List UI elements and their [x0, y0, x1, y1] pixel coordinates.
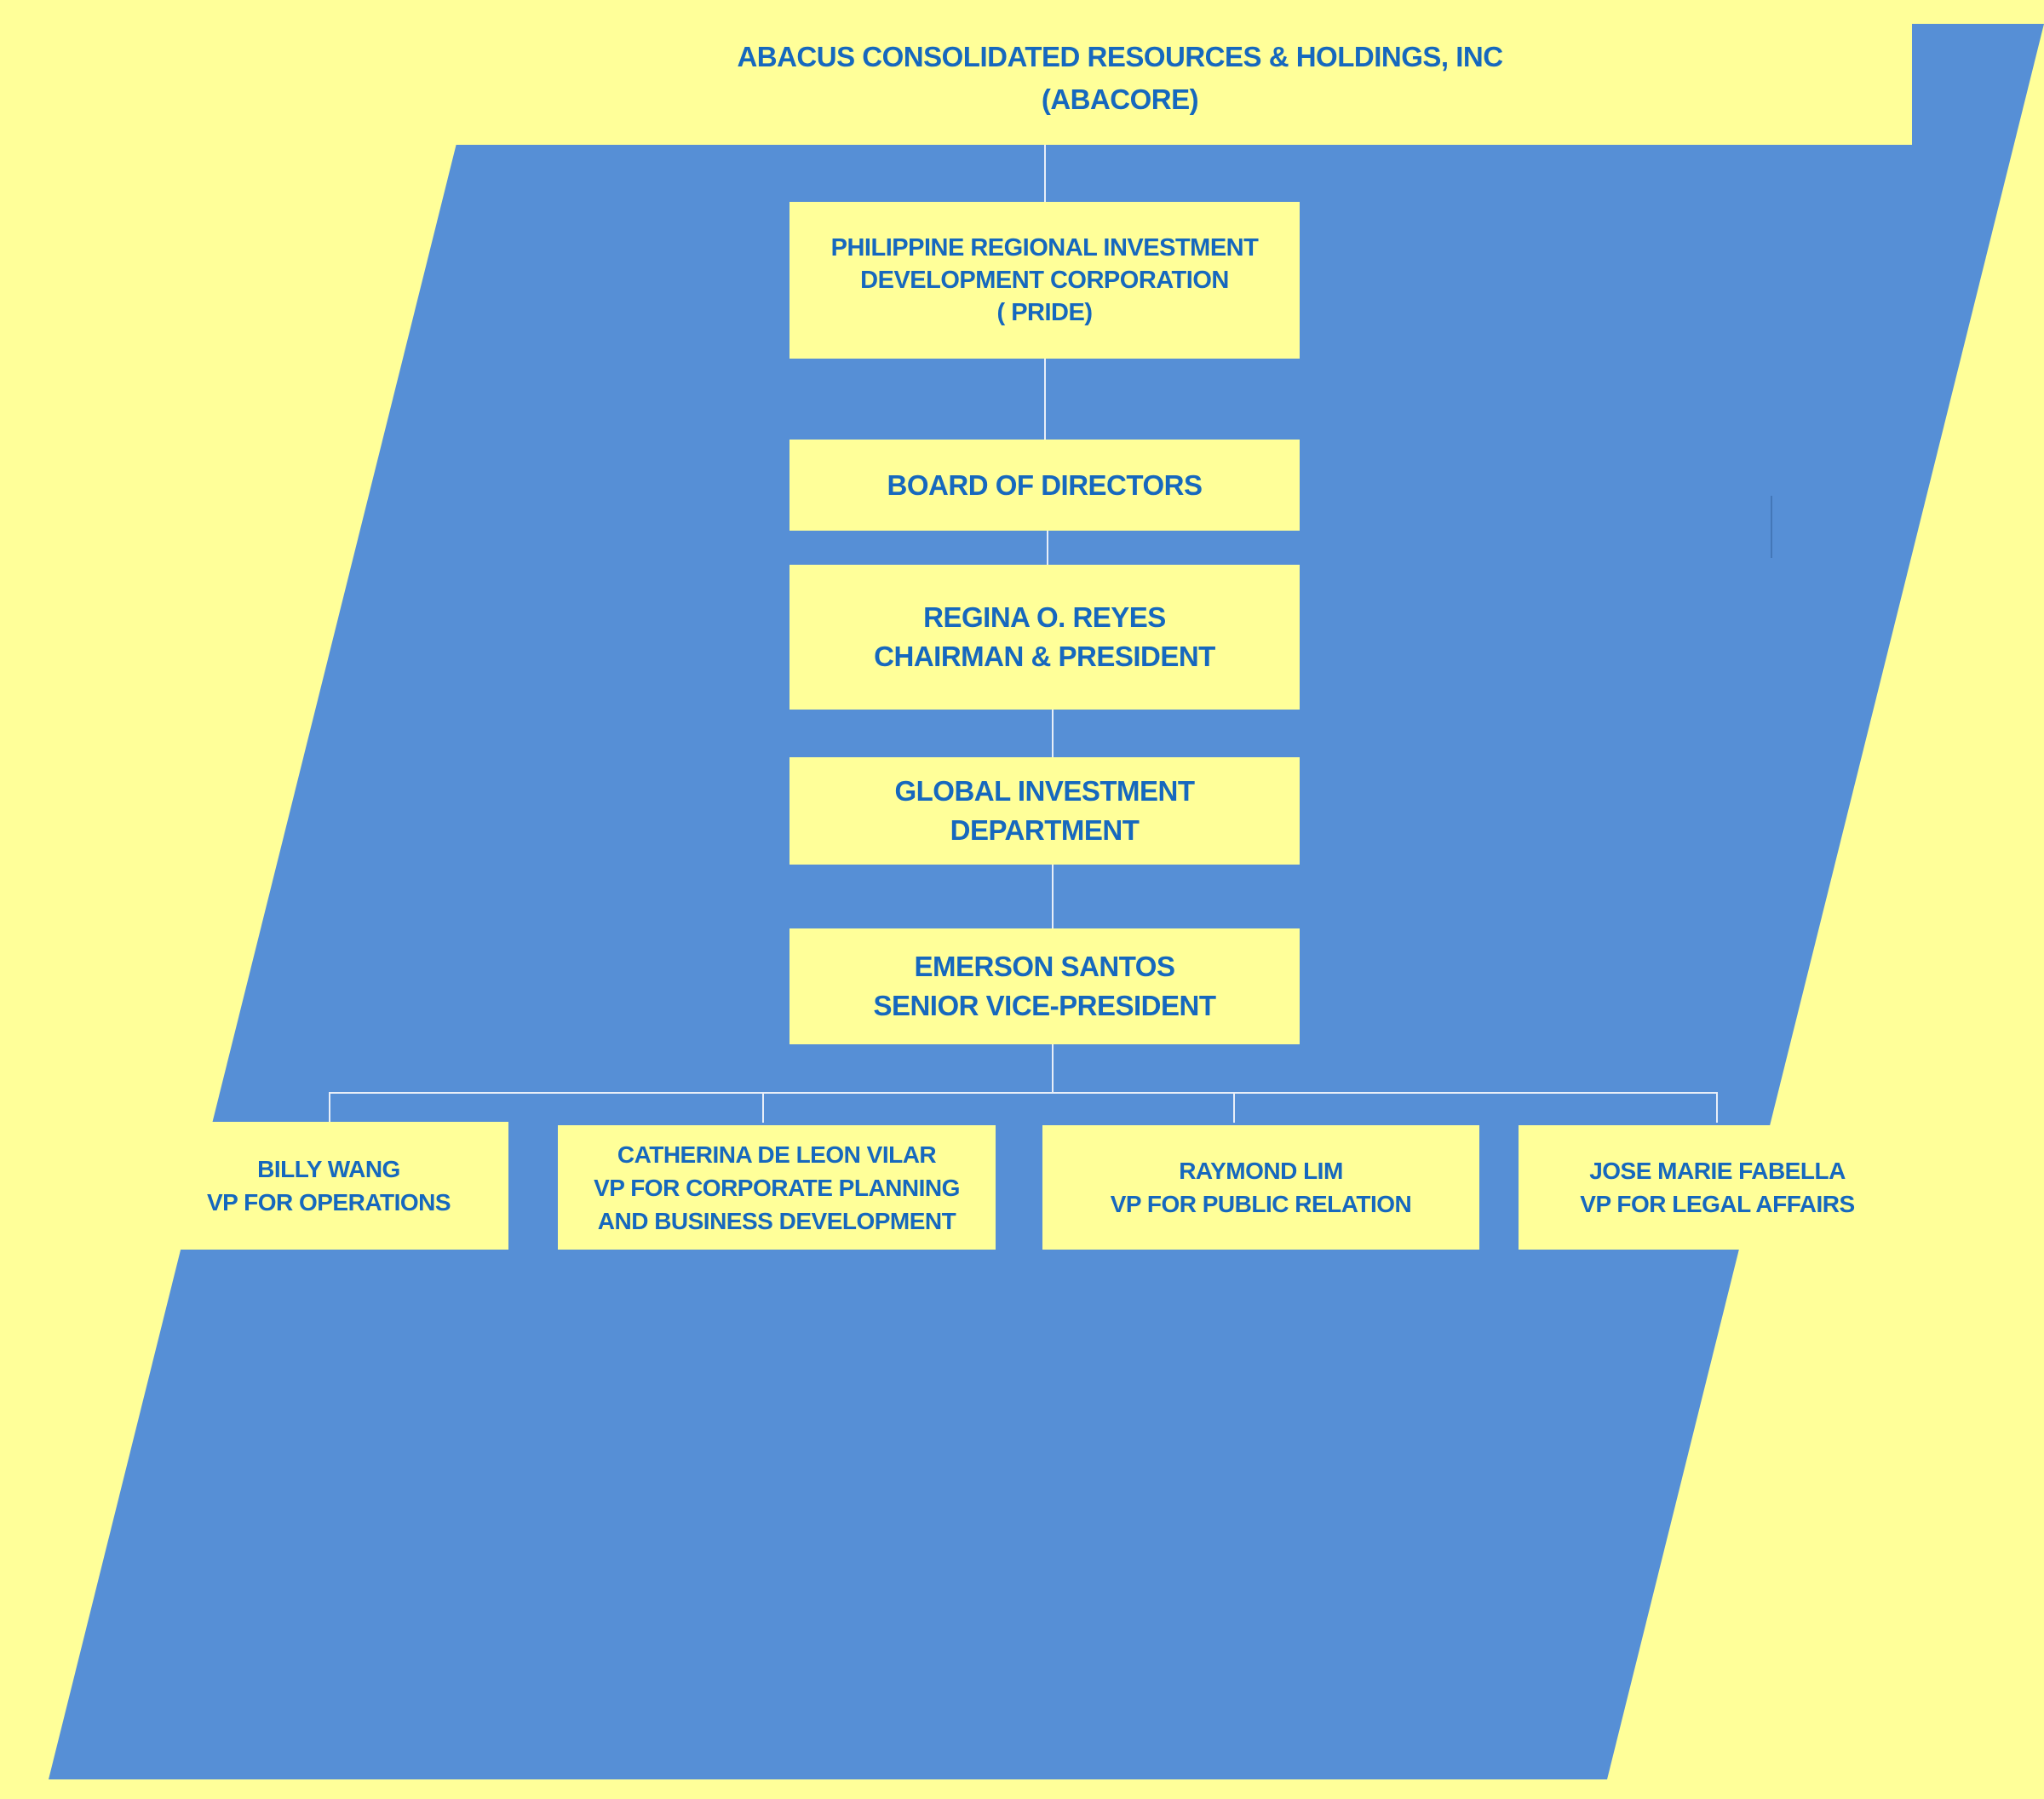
node-text: DEVELOPMENT CORPORATION: [860, 267, 1229, 294]
node-vp-public-relation: RAYMOND LIM VP FOR PUBLIC RELATION: [1042, 1125, 1479, 1250]
node-vp-corporate-planning: CATHERINA DE LEON VILAR VP FOR CORPORATE…: [558, 1125, 996, 1250]
company-abbreviation: (ABACORE): [1041, 83, 1199, 115]
node-text: VP FOR CORPORATE PLANNING: [594, 1174, 960, 1201]
node-text: VP FOR PUBLIC RELATION: [1110, 1191, 1412, 1217]
connector-horizontal: [329, 1092, 1718, 1094]
node-vp-legal-affairs: JOSE MARIE FABELLA VP FOR LEGAL AFFAIRS: [1519, 1125, 1916, 1250]
company-name: ABACUS CONSOLIDATED RESOURCES & HOLDINGS…: [737, 41, 1503, 72]
node-chairman: REGINA O. REYES CHAIRMAN & PRESIDENT: [789, 565, 1300, 710]
node-text: ( PRIDE): [996, 299, 1094, 326]
node-pride: PHILIPPINE REGIONAL INVESTMENT DEVELOPME…: [789, 202, 1300, 359]
node-text: CHAIRMAN & PRESIDENT: [874, 641, 1215, 672]
node-text: PHILIPPINE REGIONAL INVESTMENT: [830, 234, 1259, 262]
title-area: [0, 0, 1912, 145]
node-text: BOARD OF DIRECTORS: [887, 468, 1203, 501]
connector: [762, 1092, 764, 1123]
node-board: BOARD OF DIRECTORS: [789, 440, 1300, 531]
connector: [329, 1092, 330, 1123]
connector: [1052, 1044, 1054, 1093]
node-text: RAYMOND LIM: [1179, 1158, 1343, 1184]
node-text: GLOBAL INVESTMENT: [894, 775, 1195, 807]
connector: [1044, 145, 1046, 202]
node-text: EMERSON SANTOS: [914, 951, 1175, 982]
connector: [1047, 531, 1048, 565]
node-text: VP FOR OPERATIONS: [206, 1189, 451, 1216]
blue-parallelogram: [49, 24, 2044, 1779]
connector: [1044, 359, 1046, 440]
node-text: REGINA O. REYES: [923, 601, 1166, 633]
node-svp: EMERSON SANTOS SENIOR VICE-PRESIDENT: [789, 928, 1300, 1044]
node-text: BILLY WANG: [257, 1156, 400, 1182]
connector: [1052, 710, 1054, 757]
connector: [1716, 1092, 1718, 1123]
node-text: SENIOR VICE-PRESIDENT: [873, 990, 1216, 1021]
node-text: CATHERINA DE LEON VILAR: [617, 1141, 937, 1168]
node-text: VP FOR LEGAL AFFAIRS: [1580, 1191, 1855, 1217]
node-text: DEPARTMENT: [950, 814, 1140, 846]
node-text: AND BUSINESS DEVELOPMENT: [597, 1207, 956, 1234]
node-vp-operations: BILLY WANG VP FOR OPERATIONS: [149, 1122, 508, 1250]
connector: [1233, 1092, 1235, 1123]
company-title: ABACUS CONSOLIDATED RESOURCES & HOLDINGS…: [596, 36, 1644, 121]
node-text: JOSE MARIE FABELLA: [1589, 1158, 1846, 1184]
connector: [1052, 865, 1054, 928]
node-global-investment: GLOBAL INVESTMENT DEPARTMENT: [789, 757, 1300, 865]
